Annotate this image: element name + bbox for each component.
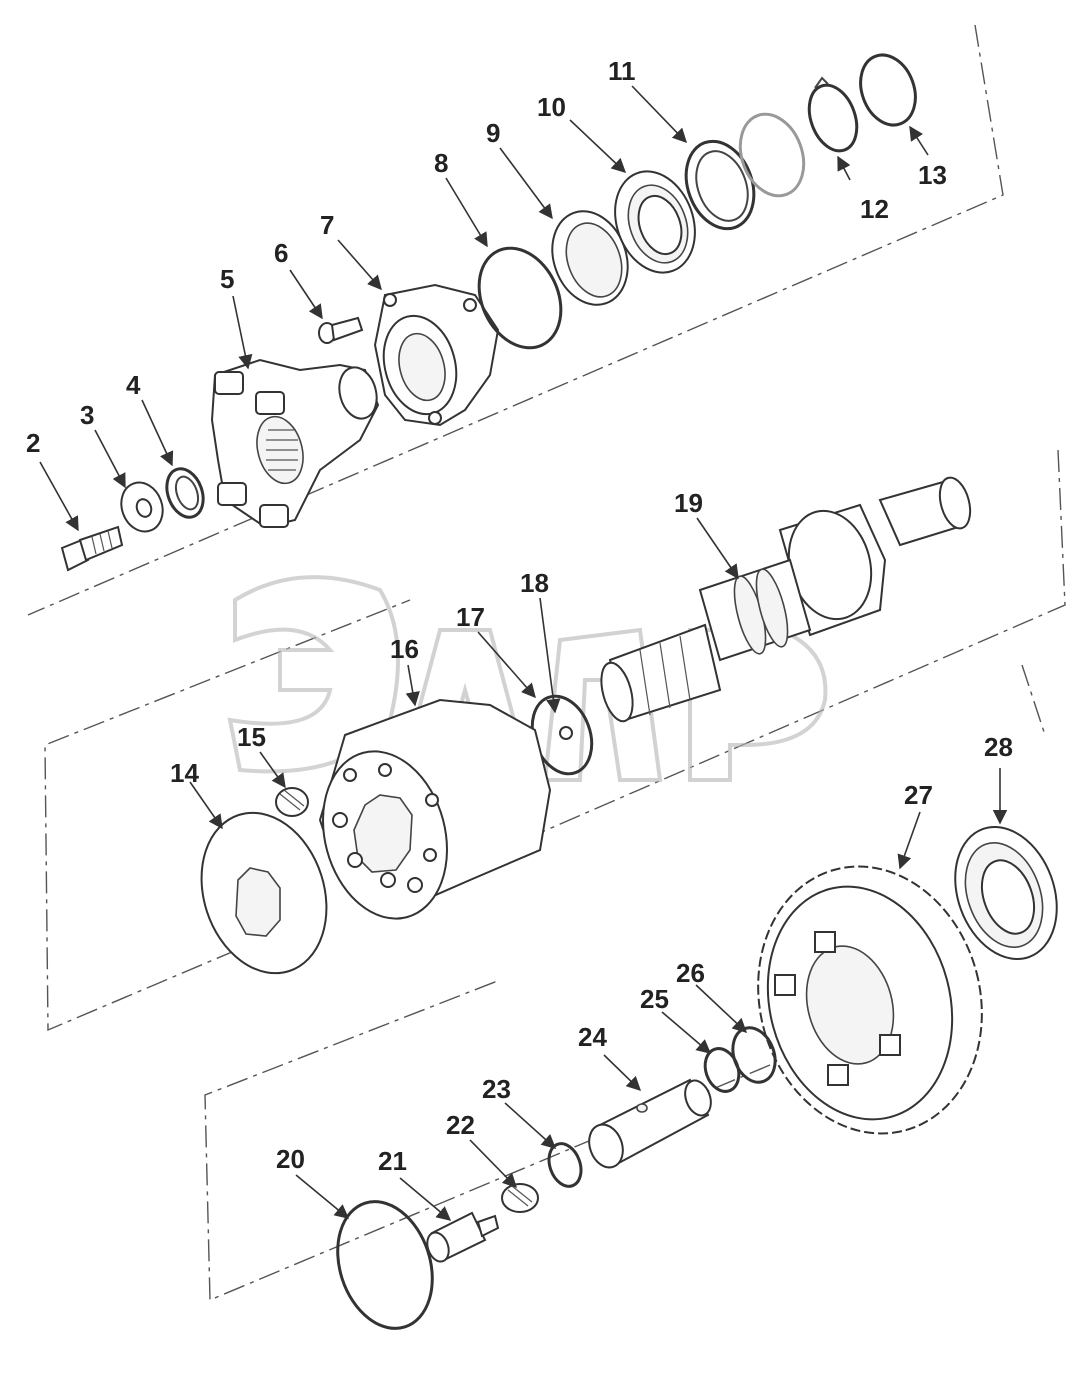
part-label-21: 21: [378, 1146, 407, 1176]
part-28-bearing: [954, 826, 1058, 960]
part-label-4: 4: [126, 370, 141, 400]
part-23-oring: [547, 1142, 583, 1188]
part-5-yoke: [210, 358, 380, 529]
part-label-24: 24: [578, 1022, 607, 1052]
part-label-27: 27: [904, 780, 933, 810]
part-label-15: 15: [237, 722, 266, 752]
part-label-5: 5: [220, 264, 234, 294]
assembly-frames: [27, 24, 1066, 1302]
part-16-clutch-body: [318, 698, 552, 920]
part-10-bearing: [614, 170, 696, 274]
part-label-25: 25: [640, 984, 669, 1014]
part-label-17: 17: [456, 602, 485, 632]
part-label-16: 16: [390, 634, 419, 664]
leader-arrows: [39, 85, 1008, 1221]
part-9-seal: [551, 210, 629, 306]
part-4-oring: [165, 467, 205, 519]
part-13-ring: [859, 53, 917, 127]
part-label-13: 13: [918, 160, 947, 190]
part-label-8: 8: [434, 148, 448, 178]
part-label-18: 18: [520, 568, 549, 598]
part-2-bolt: [60, 525, 124, 572]
part-21-valve: [426, 1211, 500, 1263]
part-6-screw: [318, 316, 364, 344]
part-label-7: 7: [320, 210, 334, 240]
part-shim: [738, 112, 806, 198]
part-27-gear: [757, 865, 983, 1135]
part-label-28: 28: [984, 732, 1013, 762]
part-label-14: 14: [170, 758, 199, 788]
part-label-26: 26: [676, 958, 705, 988]
part-number-labels: 2 3 4 5 6 7 8 9 10 11 12 13 14 15 16 17 …: [26, 56, 1013, 1176]
part-label-19: 19: [674, 488, 703, 518]
part-8-oring: [477, 246, 563, 350]
part-label-11: 11: [608, 56, 636, 86]
part-12-snap-ring: [807, 76, 859, 153]
part-24-piston-pin: [588, 1078, 712, 1169]
part-25-oring: [703, 1047, 741, 1093]
part-label-10: 10: [537, 92, 566, 122]
part-20-snap-ring: [336, 1200, 434, 1330]
part-3-washer: [120, 481, 164, 533]
part-label-2: 2: [26, 428, 40, 458]
part-18-plug: [559, 726, 573, 740]
part-label-6: 6: [274, 238, 288, 268]
part-7-seal-carrier: [373, 283, 500, 427]
part-19-shaft: [600, 476, 972, 723]
part-11-ring: [684, 139, 756, 231]
part-label-9: 9: [486, 118, 500, 148]
part-label-22: 22: [446, 1110, 475, 1140]
part-22-spring: [501, 1183, 539, 1213]
part-label-23: 23: [482, 1074, 511, 1104]
part-15-spring: [275, 787, 309, 817]
part-label-3: 3: [80, 400, 94, 430]
part-label-12: 12: [860, 194, 889, 224]
part-14-plate: [200, 811, 328, 975]
part-label-20: 20: [276, 1144, 305, 1174]
